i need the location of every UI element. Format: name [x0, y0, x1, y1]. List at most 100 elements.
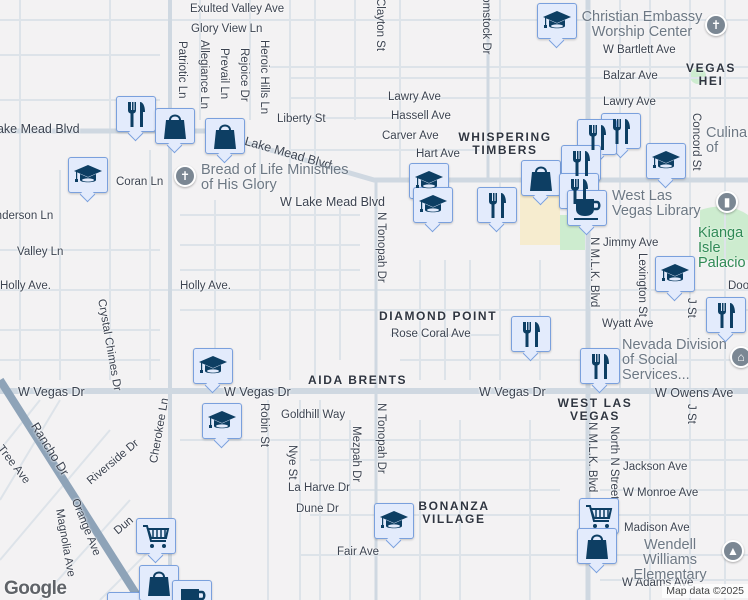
street-label: Robin St — [258, 403, 270, 448]
restaurant-marker[interactable] — [601, 113, 641, 149]
street-label: Coran Ln — [116, 176, 164, 188]
graduation-cap-icon — [207, 406, 237, 436]
street-label: Jackson Ave — [623, 461, 688, 473]
restaurant-marker[interactable] — [561, 145, 601, 181]
shopping-marker[interactable] — [205, 118, 245, 154]
fork-knife-icon — [516, 319, 546, 349]
restaurant-marker[interactable] — [477, 187, 517, 223]
graduation-cap-icon — [542, 6, 572, 36]
library-icon[interactable]: ▮ — [716, 191, 738, 213]
street-label: W Bartlett Ave — [603, 44, 676, 56]
street-label: W Vegas Dr — [224, 385, 291, 399]
school-marker[interactable] — [68, 157, 108, 193]
street-label: Rose Coral Ave — [391, 328, 471, 340]
church-icon[interactable]: ✝ — [705, 14, 727, 36]
cafe-marker[interactable] — [172, 580, 212, 600]
grocery-marker[interactable] — [579, 498, 619, 534]
street-label: J St — [685, 298, 697, 318]
cafe-marker[interactable] — [567, 190, 607, 226]
street-label: Hassell Ave — [391, 110, 451, 122]
school-marker[interactable] — [413, 187, 453, 223]
restaurant-marker[interactable] — [511, 316, 551, 352]
street-label: N M.L.K. Blvd — [586, 422, 598, 493]
place-culinary[interactable]: Culinar... of — [706, 125, 748, 156]
church-icon[interactable]: ✝ — [174, 165, 196, 187]
restaurant-marker[interactable] — [580, 348, 620, 384]
street-label: W Lake Mead Blvd — [280, 195, 385, 209]
area-label-diamond-point: DIAMOND POINT — [379, 309, 498, 323]
place-bread-of-life[interactable]: Bread of Life Ministries of His Glory — [201, 162, 349, 193]
coffee-cup-icon — [177, 583, 207, 600]
street-label: J St — [685, 404, 697, 424]
graduation-cap-icon — [418, 190, 448, 220]
street-label: Nye St — [286, 445, 298, 480]
street-label: Lake Mead Blvd — [0, 122, 80, 136]
street-label: Lawry Ave — [603, 96, 656, 108]
street-label: North N Street — [608, 426, 620, 500]
street-label: Valley Ln — [17, 246, 64, 258]
school-marker[interactable] — [537, 3, 577, 39]
school-pin-icon[interactable]: ▲ — [722, 540, 744, 562]
school-marker[interactable] — [193, 348, 233, 384]
place-nevada-division[interactable]: Nevada Division of Social Services... — [622, 337, 727, 383]
street-label: Comstock Dr — [480, 0, 492, 55]
fork-knife-icon — [566, 148, 596, 178]
street-label: Fair Ave — [337, 546, 379, 558]
school-marker[interactable] — [374, 503, 414, 539]
street-label: N Tonopah Dr — [375, 403, 387, 474]
school-marker[interactable] — [655, 256, 695, 292]
street-label: Rejoice Dr — [238, 48, 250, 102]
grocery-marker[interactable] — [136, 518, 176, 554]
graduation-cap-icon — [198, 351, 228, 381]
fork-knife-icon — [121, 99, 151, 129]
shopping-marker[interactable] — [139, 565, 179, 600]
shopping-marker[interactable] — [577, 528, 617, 564]
shopping-cart-icon — [584, 501, 614, 531]
street-label: Madison Ave — [624, 522, 690, 534]
street-label: W Owens Ave — [655, 386, 734, 400]
street-label: Lawry Ave — [388, 91, 441, 103]
restaurant-marker[interactable] — [116, 96, 156, 132]
street-label: Wyatt Ave — [602, 318, 654, 330]
graduation-cap-icon — [660, 259, 690, 289]
google-logo[interactable]: Google — [4, 578, 67, 599]
street-label: Holly Ave. — [0, 280, 51, 292]
graduation-cap-icon — [651, 146, 681, 176]
shopping-marker[interactable] — [155, 108, 195, 144]
street-label: N M.L.K. Blvd — [588, 237, 600, 308]
street-label: Hart Ave — [416, 148, 460, 160]
fork-knife-icon — [482, 190, 512, 220]
area-label-vegas-heights: VEGAS HEI — [685, 61, 736, 88]
graduation-cap-icon — [73, 160, 103, 190]
place-wendell-williams[interactable]: Wendell Williams Elementary — [633, 537, 707, 583]
street-label: Heroic Hills Ln — [258, 40, 270, 115]
shopping-marker[interactable] — [521, 160, 561, 196]
area-label-aida-brents: AIDA BRENTS — [308, 373, 408, 387]
place-kianga[interactable]: Kianga Isle Palacio — [698, 225, 746, 271]
street-label: Jimmy Ave — [603, 237, 659, 249]
street-label: Goldhill Way — [281, 409, 346, 421]
school-marker[interactable] — [202, 403, 242, 439]
street-label: Patriotic Ln — [176, 41, 188, 99]
street-label: Glory View Ln — [191, 23, 263, 35]
shopping-bag-icon — [582, 531, 612, 561]
street-label: Dool — [728, 280, 748, 292]
area-label-bonanza-village: BONANZA VILLAGE — [418, 499, 490, 526]
school-marker[interactable] — [646, 143, 686, 179]
restaurant-marker[interactable] — [706, 297, 746, 333]
street-label: Lexington St — [636, 253, 648, 317]
street-label: La Harve Dr — [288, 482, 350, 494]
street-label: Allegiance Ln — [198, 40, 210, 110]
shopping-cart-icon — [141, 521, 171, 551]
coffee-cup-icon — [572, 193, 602, 223]
street-label: Prevail Ln — [218, 48, 230, 100]
place-christian-embassy[interactable]: Christian Embassy Worship Center — [581, 9, 703, 40]
street-label: W Monroe Ave — [623, 487, 699, 499]
place-library[interactable]: West Las Vegas Library — [612, 188, 701, 219]
street-label: Concord St — [690, 113, 702, 171]
area-label-west-las-vegas: WEST LAS VEGAS — [557, 396, 633, 423]
map-attribution[interactable]: Map data ©2025 — [662, 584, 748, 598]
street-label: Dune Dr — [296, 503, 339, 515]
government-icon[interactable]: ⌂ — [730, 346, 748, 368]
